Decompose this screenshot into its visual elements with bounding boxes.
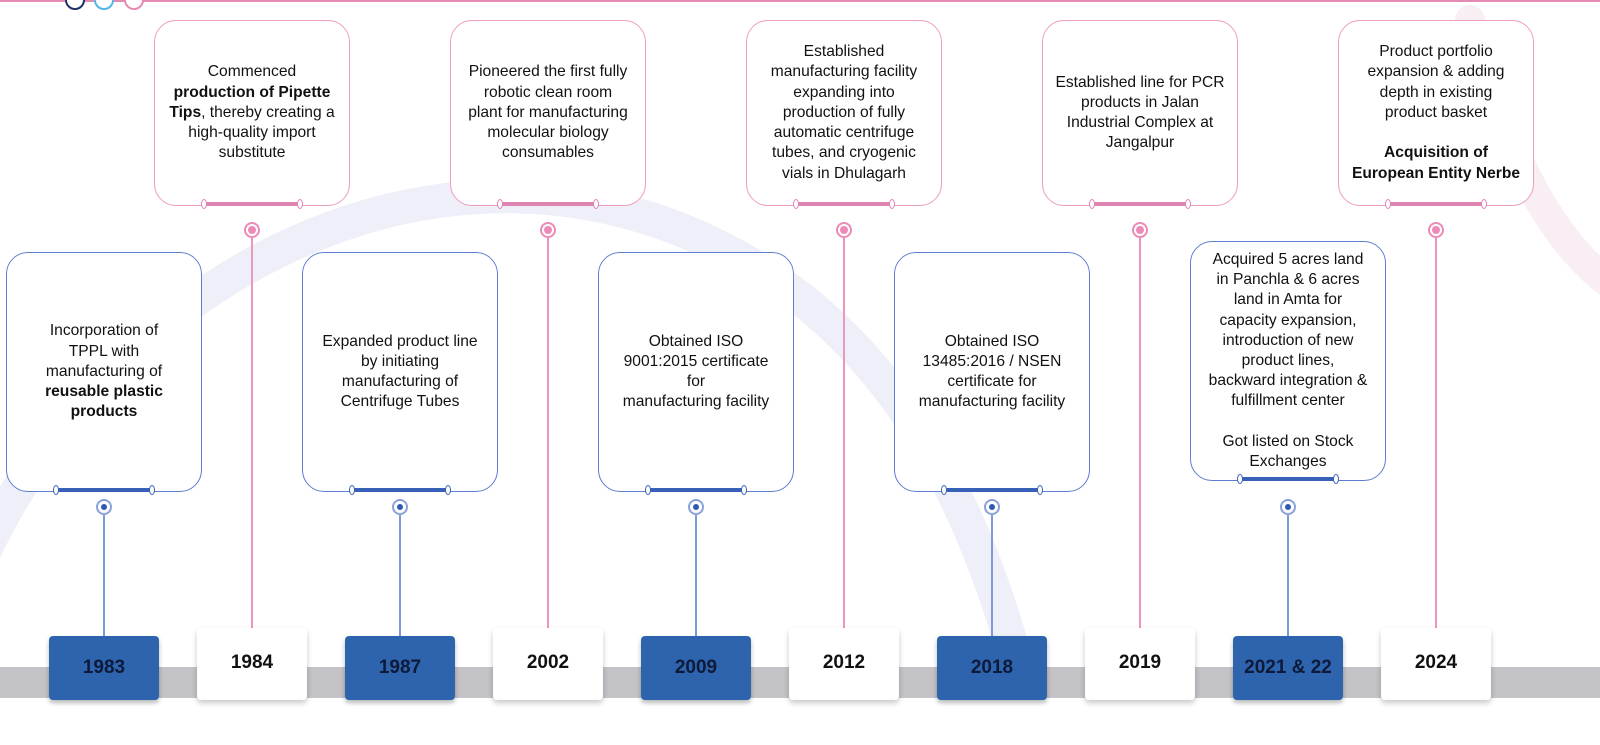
- event-text: Incorporation of TPPL with manufacturing…: [45, 322, 163, 380]
- event-description: Product portfolio expansion & adding dep…: [1352, 42, 1520, 183]
- event-highlight: reusable plastic products: [45, 383, 163, 421]
- card-accent-bar-end: [793, 199, 799, 209]
- timeline-node: [1280, 499, 1296, 515]
- event-card-2019: Established line for PCR products in Jal…: [1042, 20, 1238, 206]
- year-label-2019: 2019: [1085, 628, 1195, 700]
- timeline-node: [244, 222, 260, 238]
- event-description: Established manufacturing facility expan…: [771, 42, 917, 183]
- card-accent-bar: [204, 202, 300, 206]
- card-accent-bar-end: [149, 485, 155, 495]
- event-text: Established line for PCR products in Jal…: [1055, 73, 1225, 152]
- timeline-node: [392, 499, 408, 515]
- card-accent-bar-end: [1385, 199, 1391, 209]
- connector-line: [547, 238, 549, 636]
- event-card-2018: Obtained ISO 13485:2016 / NSEN certifica…: [894, 252, 1090, 492]
- logo-ring-pink: [124, 0, 144, 10]
- connector-line: [399, 515, 401, 636]
- card-accent-bar-end: [201, 199, 207, 209]
- card-accent-bar: [944, 488, 1040, 492]
- event-text: Pioneered the first fully robotic clean …: [468, 63, 628, 162]
- year-label-1983: 1983: [49, 636, 159, 700]
- event-text: Established manufacturing facility expan…: [770, 43, 918, 182]
- connector-line: [843, 238, 845, 636]
- card-accent-bar: [352, 488, 448, 492]
- card-accent-bar-end: [53, 485, 59, 495]
- timeline-node: [1132, 222, 1148, 238]
- year-label-1984: 1984: [197, 628, 307, 700]
- event-highlight: Acquisition of European Entity Nerbe: [1351, 144, 1521, 182]
- card-accent-bar: [648, 488, 744, 492]
- card-accent-bar-end: [349, 485, 355, 495]
- event-description: Obtained ISO 13485:2016 / NSEN certifica…: [919, 332, 1065, 413]
- card-accent-bar-end: [941, 485, 947, 495]
- event-text: Acquired 5 acres land in Panchla & 6 acr…: [1208, 250, 1368, 470]
- year-label-2024: 2024: [1381, 628, 1491, 700]
- event-highlight: production of Pipette Tips: [169, 83, 331, 121]
- connector-line: [103, 515, 105, 636]
- card-accent-bar-end: [1237, 474, 1243, 484]
- event-description: Established line for PCR products in Jal…: [1055, 73, 1224, 154]
- connector-line: [1139, 238, 1141, 636]
- year-label-2018: 2018: [937, 636, 1047, 700]
- card-accent-bar-end: [1037, 485, 1043, 495]
- event-text: Commenced: [207, 63, 297, 81]
- event-text: Obtained ISO 9001:2015 certificate for m…: [622, 332, 770, 411]
- event-description: Commenced production of Pipette Tips, th…: [169, 62, 334, 163]
- card-accent-bar-end: [593, 199, 599, 209]
- card-accent-bar-end: [297, 199, 303, 209]
- year-label-2009: 2009: [641, 636, 751, 700]
- connector-line: [695, 515, 697, 636]
- top-accent-line: [0, 0, 1600, 2]
- timeline-node: [836, 222, 852, 238]
- card-accent-bar: [796, 202, 892, 206]
- event-card-2002: Pioneered the first fully robotic clean …: [450, 20, 646, 206]
- card-accent-bar: [500, 202, 596, 206]
- event-description: Pioneered the first fully robotic clean …: [468, 62, 628, 163]
- card-accent-bar: [1092, 202, 1188, 206]
- card-accent-bar-end: [445, 485, 451, 495]
- event-card-2021-22: Acquired 5 acres land in Panchla & 6 acr…: [1190, 241, 1386, 481]
- event-card-2009: Obtained ISO 9001:2015 certificate for m…: [598, 252, 794, 492]
- card-accent-bar-end: [1185, 199, 1191, 209]
- year-label-1987: 1987: [345, 636, 455, 700]
- timeline-node: [96, 499, 112, 515]
- card-accent-bar-end: [1089, 199, 1095, 209]
- event-text-continued: , thereby creating a high-quality import…: [188, 103, 335, 162]
- connector-line: [991, 515, 993, 636]
- card-accent-bar-end: [1481, 199, 1487, 209]
- card-accent-bar: [56, 488, 152, 492]
- connector-line: [251, 238, 253, 636]
- card-accent-bar-end: [497, 199, 503, 209]
- event-description: Expanded product line by initiating manu…: [322, 332, 477, 413]
- event-text: Obtained ISO 13485:2016 / NSEN certifica…: [918, 332, 1066, 411]
- event-description: Incorporation of TPPL with manufacturing…: [45, 321, 163, 422]
- logo-ring-navy: [65, 0, 85, 10]
- timeline-node: [688, 499, 704, 515]
- year-label-2002: 2002: [493, 628, 603, 700]
- connector-line: [1435, 238, 1437, 636]
- card-accent-bar: [1388, 202, 1484, 206]
- event-card-1987: Expanded product line by initiating manu…: [302, 252, 498, 492]
- year-label-2021-22: 2021 & 22: [1233, 636, 1343, 700]
- event-text: Expanded product line by initiating manu…: [322, 332, 478, 411]
- card-accent-bar-end: [1333, 474, 1339, 484]
- event-card-2012: Established manufacturing facility expan…: [746, 20, 942, 206]
- timeline-node: [984, 499, 1000, 515]
- event-description: Acquired 5 acres land in Panchla & 6 acr…: [1209, 250, 1368, 472]
- connector-line: [1287, 515, 1289, 636]
- card-accent-bar-end: [645, 485, 651, 495]
- event-card-2024: Product portfolio expansion & adding dep…: [1338, 20, 1534, 206]
- event-text: Product portfolio expansion & adding dep…: [1367, 43, 1505, 121]
- timeline-node: [540, 222, 556, 238]
- card-accent-bar-end: [741, 485, 747, 495]
- event-description: Obtained ISO 9001:2015 certificate for m…: [623, 332, 769, 413]
- event-card-1984: Commenced production of Pipette Tips, th…: [154, 20, 350, 206]
- card-accent-bar-end: [889, 199, 895, 209]
- event-card-1983: Incorporation of TPPL with manufacturing…: [6, 252, 202, 492]
- card-accent-bar: [1240, 477, 1336, 481]
- logo-ring-cyan: [94, 0, 114, 10]
- timeline-node: [1428, 222, 1444, 238]
- year-label-2012: 2012: [789, 628, 899, 700]
